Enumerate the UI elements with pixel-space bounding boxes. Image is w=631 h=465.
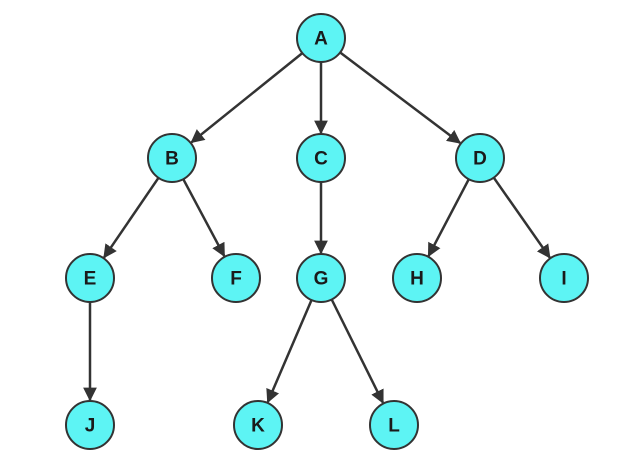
node-circle xyxy=(147,133,197,183)
edge-d-i xyxy=(492,176,551,259)
edge-g-k xyxy=(266,299,313,404)
node-circle xyxy=(65,400,115,450)
node-a: A xyxy=(296,13,346,63)
node-circle xyxy=(296,13,346,63)
node-l: L xyxy=(369,400,419,450)
node-circle xyxy=(65,253,115,303)
node-f: F xyxy=(211,253,261,303)
node-k: K xyxy=(233,400,283,450)
node-circle xyxy=(296,253,346,303)
edge-g-l xyxy=(330,298,385,404)
node-h: H xyxy=(392,253,442,303)
node-label: K xyxy=(251,416,265,437)
node-label: A xyxy=(314,29,328,50)
edge-d-h xyxy=(427,178,470,258)
node-circle xyxy=(369,400,419,450)
node-d: D xyxy=(455,133,505,183)
node-i: I xyxy=(539,253,589,303)
node-circle xyxy=(539,253,589,303)
nodes-layer: A B C D E F G H I J K L xyxy=(65,13,589,450)
node-label: J xyxy=(85,416,96,437)
node-circle xyxy=(296,133,346,183)
node-circle xyxy=(392,253,442,303)
node-label: E xyxy=(84,269,97,290)
edge-b-f xyxy=(182,178,226,258)
node-label: B xyxy=(165,149,179,170)
edge-a-d xyxy=(339,51,462,144)
node-j: J xyxy=(65,400,115,450)
edge-a-b xyxy=(190,52,304,144)
node-circle xyxy=(455,133,505,183)
edge-b-e xyxy=(103,177,160,259)
node-b: B xyxy=(147,133,197,183)
node-label: C xyxy=(314,149,328,170)
node-label: D xyxy=(473,149,487,170)
node-label: G xyxy=(314,269,329,290)
edges-layer xyxy=(83,51,551,404)
node-circle xyxy=(233,400,283,450)
node-label: F xyxy=(230,269,242,290)
node-label: L xyxy=(388,416,400,437)
node-c: C xyxy=(296,133,346,183)
node-e: E xyxy=(65,253,115,303)
node-label: H xyxy=(410,269,424,290)
node-label: I xyxy=(561,269,566,290)
node-g: G xyxy=(296,253,346,303)
node-circle xyxy=(211,253,261,303)
